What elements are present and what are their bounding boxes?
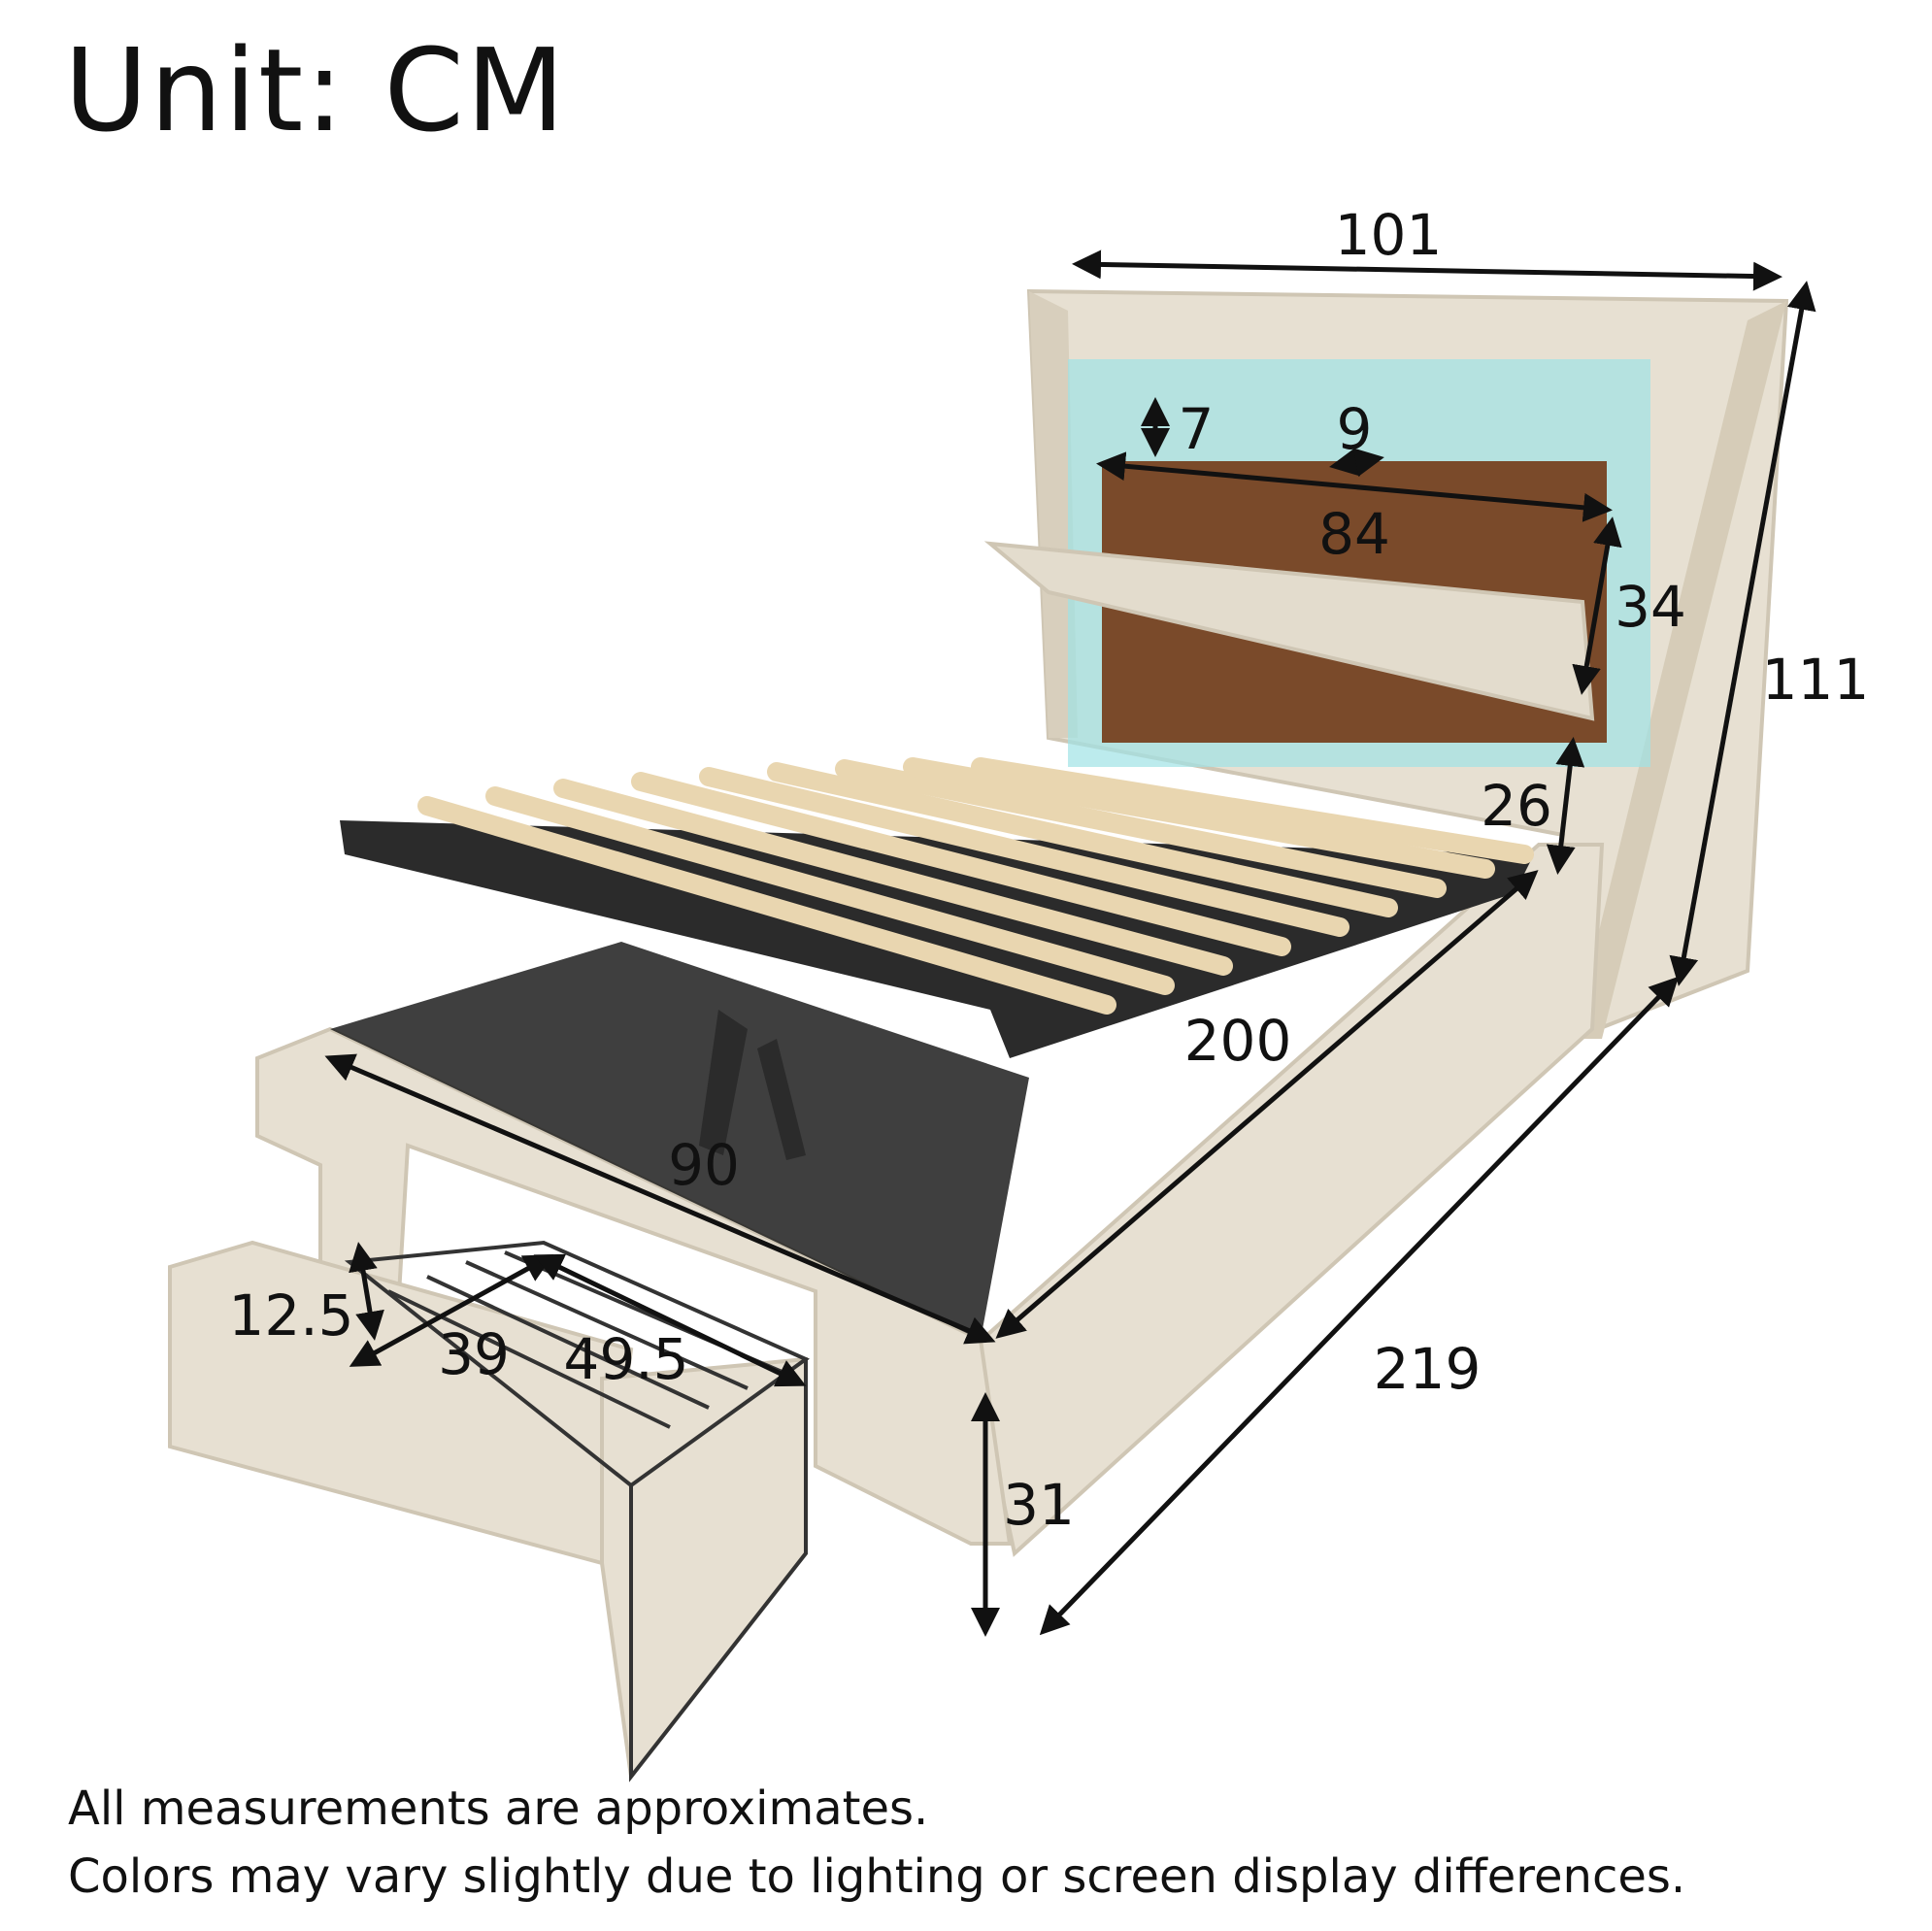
dim-shelf-depth: 9	[1337, 396, 1373, 462]
dim-drawer-width: 49.5	[563, 1326, 688, 1392]
dim-total-height: 111	[1762, 647, 1870, 713]
disclaimer-measurements: All measurements are approximates.	[68, 1781, 929, 1836]
dim-headboard-width: 101	[1335, 202, 1443, 268]
dim-total-length: 219	[1374, 1336, 1482, 1402]
dim-shelf-width: 84	[1318, 501, 1390, 567]
unit-title: Unit: CM	[64, 23, 567, 157]
dimension-arrows	[324, 250, 1816, 1637]
dim-drawer-height: 12.5	[228, 1282, 353, 1348]
dim-side-height: 31	[1003, 1472, 1075, 1538]
disclaimer-colors: Colors may vary slightly due to lighting…	[68, 1849, 1686, 1904]
flip-shelf-cover	[983, 541, 1595, 721]
dim-mattress-length: 200	[1184, 1008, 1292, 1074]
dim-clearance-height: 26	[1481, 773, 1552, 839]
dim-mattress-width: 90	[668, 1132, 740, 1198]
dim-light-height: 7	[1179, 396, 1215, 462]
dim-shelf-height: 34	[1615, 574, 1686, 640]
dim-drawer-depth: 39	[438, 1321, 510, 1387]
